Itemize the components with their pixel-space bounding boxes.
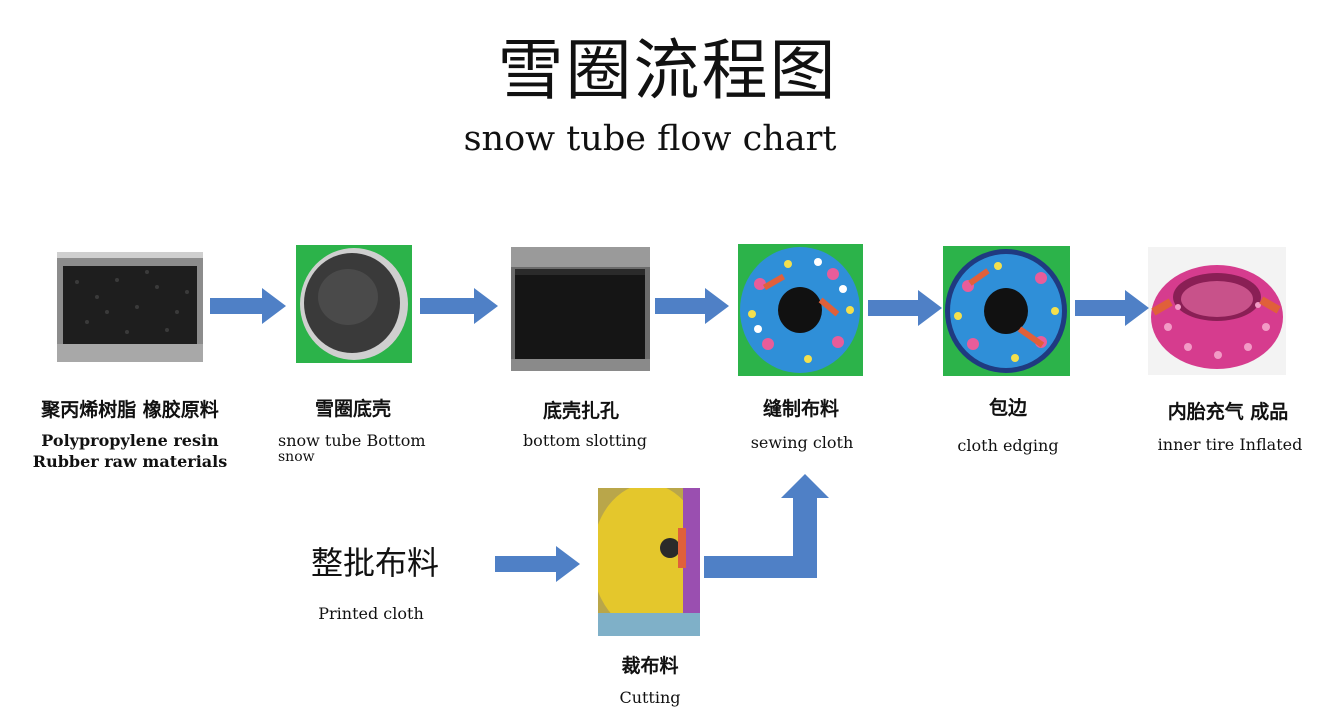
bottom-shell-image [296, 245, 412, 363]
arrow-4 [868, 290, 942, 326]
arrow-branch-up [704, 474, 829, 578]
step-2-label-en-1: snow tube Bottom [278, 431, 426, 450]
step-5-label-en: cloth edging [957, 436, 1059, 455]
arrow-5 [1075, 290, 1149, 326]
step-6-label-cn: 内胎充气 成品 [1167, 401, 1289, 423]
step-1-label-cn: 聚丙烯树脂 橡胶原料 [41, 399, 219, 421]
step-1-label-en-1: Polypropylene resin [41, 431, 219, 450]
arrow-2 [420, 288, 498, 324]
slotting-image [511, 247, 650, 371]
arrow-branch-1 [495, 546, 580, 582]
cutting-label-en: Cutting [619, 688, 681, 707]
branch-source-label-en: Printed cloth [318, 604, 424, 623]
step-2-label-cn: 雪圈底壳 [314, 398, 391, 420]
raw-material-image [57, 252, 203, 362]
step-4-label-cn: 缝制布料 [762, 398, 839, 420]
cloth-edging-image [943, 246, 1070, 376]
step-4-label-en: sewing cloth [750, 433, 854, 452]
arrow-1 [210, 288, 286, 324]
page-subtitle: snow tube flow chart [463, 119, 837, 159]
step-3-label-en: bottom slotting [522, 431, 648, 450]
cutting-image [598, 488, 700, 636]
step-1-label-en-2: Rubber raw materials [32, 452, 228, 471]
branch-source-label-cn: 整批布料 [310, 544, 439, 582]
step-3-label-cn: 底壳扎孔 [542, 400, 619, 422]
sewing-cloth-image [738, 244, 863, 376]
arrow-3 [655, 288, 729, 324]
step-5-label-cn: 包边 [988, 397, 1027, 419]
inflated-tube-image [1148, 247, 1286, 375]
step-6-label-en: inner tire Inflated [1157, 435, 1303, 454]
cutting-label-cn: 裁布料 [621, 655, 679, 677]
step-2-label-en-2: snow [278, 449, 315, 465]
page-title: 雪圈流程图 [497, 32, 838, 109]
